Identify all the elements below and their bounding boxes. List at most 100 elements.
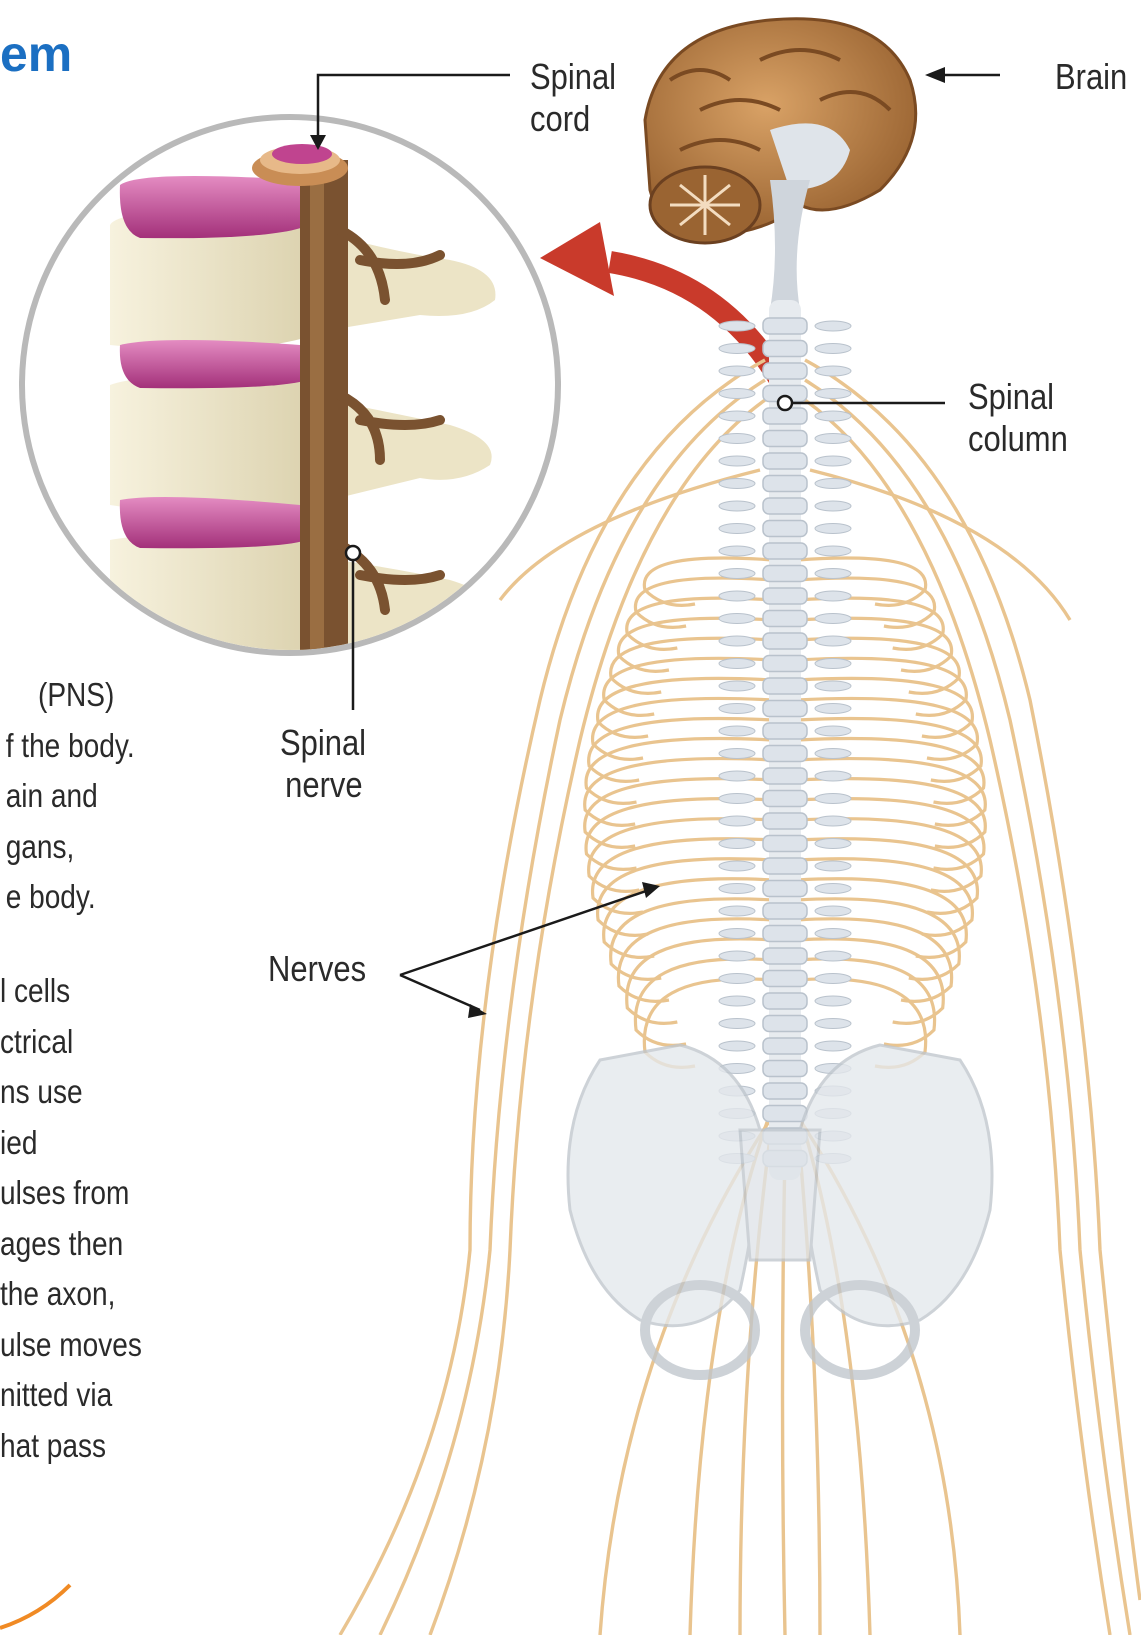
transverse-process-left (719, 996, 755, 1006)
vertebra (763, 1038, 807, 1054)
transverse-process-left (719, 434, 755, 444)
vertebra (763, 678, 807, 694)
peripheral-nerve (430, 400, 765, 1635)
transverse-process-right (815, 839, 851, 849)
vertebra (763, 746, 807, 762)
transverse-process-right (815, 344, 851, 354)
disc-bottom (120, 497, 314, 548)
transverse-process-right (815, 1041, 851, 1051)
transverse-process-left (719, 681, 755, 691)
transverse-process-right (815, 884, 851, 894)
brain-arrowhead (925, 67, 945, 83)
transverse-process-right (815, 546, 851, 556)
transverse-process-left (719, 704, 755, 714)
body-paragraph-1: (PNS) f the body. ain and gans, e body. (38, 670, 135, 923)
vertebra (763, 701, 807, 717)
vertebra (763, 611, 807, 627)
nerves-leader-lower (400, 975, 480, 1010)
label-brain: Brain (1055, 56, 1127, 98)
magnified-vertebrae-inset (22, 117, 558, 680)
transverse-process-left (719, 591, 755, 601)
transverse-process-right (815, 794, 851, 804)
vertebra (763, 543, 807, 559)
decorative-swoosh (0, 1585, 70, 1628)
transverse-process-left (719, 366, 755, 376)
transverse-process-left (719, 659, 755, 669)
vertebra (763, 656, 807, 672)
transverse-process-right (815, 524, 851, 534)
transverse-process-left (719, 974, 755, 984)
transverse-process-right (815, 726, 851, 736)
spinal-column-dot (778, 396, 792, 410)
transverse-process-right (815, 389, 851, 399)
transverse-process-right (815, 681, 851, 691)
transverse-process-left (719, 546, 755, 556)
transverse-process-right (815, 749, 851, 759)
vertebra (763, 1106, 807, 1122)
vertebra (763, 498, 807, 514)
transverse-process-left (719, 951, 755, 961)
transverse-process-right (815, 456, 851, 466)
vertebra (763, 926, 807, 942)
transverse-process-right (815, 816, 851, 826)
transverse-process-left (719, 929, 755, 939)
label-spinal-cord: Spinal cord (530, 56, 616, 140)
label-nerves: Nerves (268, 948, 366, 990)
vertebra (763, 566, 807, 582)
vertebra (763, 363, 807, 379)
transverse-process-left (719, 794, 755, 804)
magnify-arrow (610, 262, 780, 380)
vertebra (763, 318, 807, 334)
transverse-process-right (815, 1019, 851, 1029)
vertebra (763, 341, 807, 357)
peripheral-nerve (805, 400, 1110, 1635)
transverse-process-right (815, 434, 851, 444)
vertebra (763, 836, 807, 852)
vertebra (763, 948, 807, 964)
transverse-process-left (719, 816, 755, 826)
transverse-process-left (719, 1019, 755, 1029)
vertebra (763, 431, 807, 447)
vertebra (763, 1016, 807, 1032)
vertebra (763, 791, 807, 807)
transverse-process-right (815, 659, 851, 669)
transverse-process-left (719, 636, 755, 646)
transverse-process-right (815, 411, 851, 421)
body-paragraph-2: l cells ctrical ns use ied ulses from ag… (0, 966, 142, 1471)
vertebra (763, 1083, 807, 1099)
vertebra (763, 971, 807, 987)
transverse-process-left (719, 906, 755, 916)
transverse-process-right (815, 996, 851, 1006)
transverse-process-left (719, 456, 755, 466)
vertebra-bottom (110, 535, 330, 670)
vertebra (763, 588, 807, 604)
transverse-process-left (719, 749, 755, 759)
spinal-nerve-dot (346, 546, 360, 560)
transverse-process-left (719, 726, 755, 736)
transverse-process-left (719, 884, 755, 894)
transverse-process-left (719, 321, 755, 331)
transverse-process-right (815, 906, 851, 916)
vertebra (763, 476, 807, 492)
transverse-process-left (719, 501, 755, 511)
transverse-process-left (719, 771, 755, 781)
vertebra (763, 633, 807, 649)
transverse-process-right (815, 974, 851, 984)
vertebra (763, 881, 807, 897)
vertebra (763, 903, 807, 919)
label-spinal-nerve: Spinal nerve (280, 722, 366, 806)
transverse-process-left (719, 411, 755, 421)
vertebra (763, 723, 807, 739)
disc-middle (120, 340, 314, 388)
transverse-process-left (719, 614, 755, 624)
vertebra (763, 813, 807, 829)
vertebra (763, 521, 807, 537)
transverse-process-right (815, 321, 851, 331)
vertebra (763, 453, 807, 469)
transverse-process-left (719, 861, 755, 871)
disc-top (120, 176, 316, 238)
transverse-process-right (815, 569, 851, 579)
transverse-process-left (719, 839, 755, 849)
transverse-process-left (719, 344, 755, 354)
